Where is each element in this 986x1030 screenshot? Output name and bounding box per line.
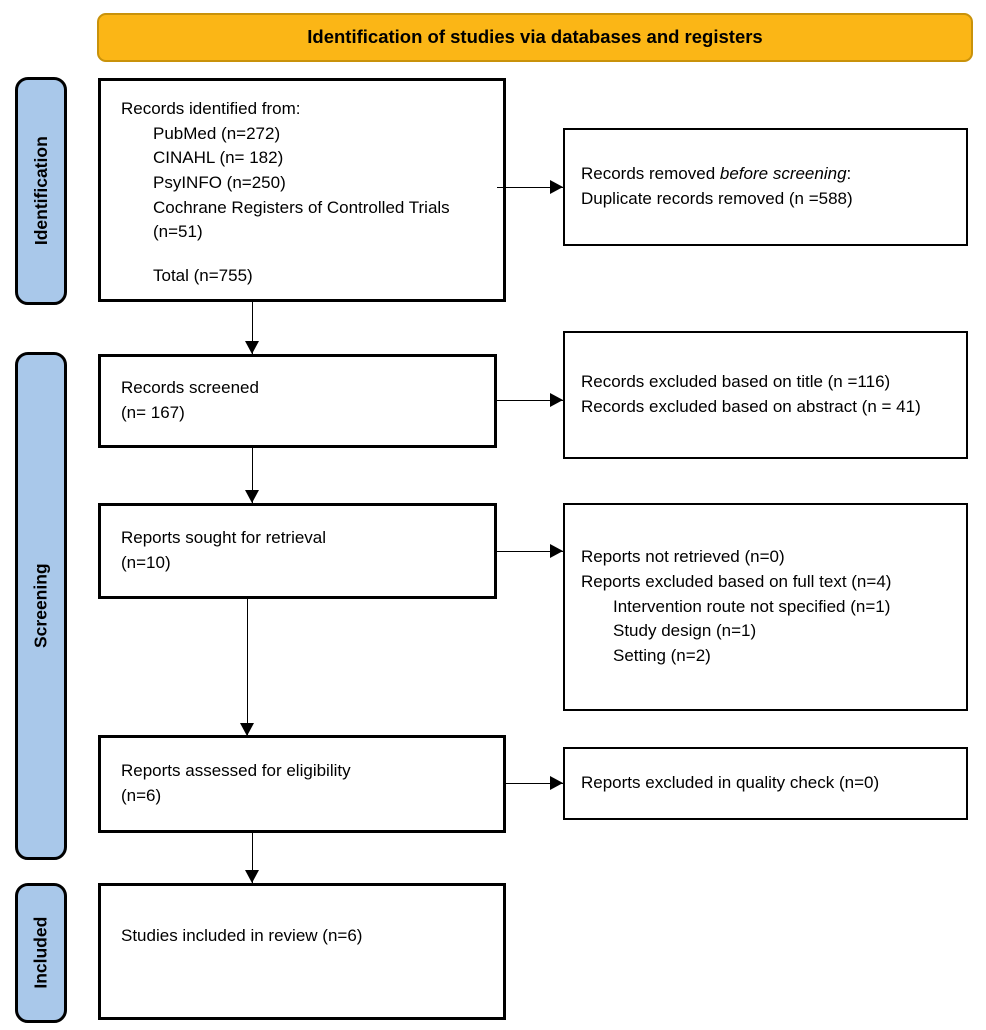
reports-assessed-line1: Reports assessed for eligibility	[121, 761, 351, 781]
box-records-identified: Records identified from: PubMed (n=272) …	[98, 78, 506, 302]
box-records-screened: Records screened (n= 167)	[98, 354, 497, 448]
records-removed-colon: :	[846, 164, 852, 184]
arrow-identified-to-removed	[497, 180, 563, 194]
reports-not-retrieved-line1: Reports not retrieved (n=0)	[581, 547, 785, 567]
arrow-sought-to-notretrieved	[497, 544, 563, 558]
arrow-assessed-to-included	[245, 833, 259, 883]
reports-sought-line1: Reports sought for retrieval	[121, 528, 327, 548]
records-removed-italic-text: before screening	[719, 164, 847, 184]
box-reports-sought: Reports sought for retrieval (n=10)	[98, 503, 497, 599]
studies-included-line1: Studies included in review (n=6)	[121, 926, 363, 945]
arrow-identified-to-screened	[245, 300, 259, 354]
records-identified-item: PubMed (n=272)	[153, 123, 281, 143]
records-screened-line2: (n= 167)	[121, 403, 185, 422]
full-text-exclusion-reason: Setting (n=2)	[613, 645, 711, 665]
arrow-screened-to-sought	[245, 448, 259, 503]
reports-sought-line2: (n=10)	[121, 553, 171, 572]
box-reports-assessed: Reports assessed for eligibility (n=6)	[98, 735, 506, 833]
stage-identification-label: Identification	[30, 136, 51, 246]
stage-screening-label: Screening	[30, 563, 51, 649]
banner-title: Identification of studies via databases …	[97, 13, 973, 62]
records-removed-text: Records removed	[581, 164, 720, 184]
records-identified-item: CINAHL (n= 182)	[153, 148, 284, 168]
arrow-assessed-to-quality	[506, 776, 563, 790]
reports-assessed-line2: (n=6)	[121, 786, 162, 805]
arrow-screened-to-excluded	[497, 393, 563, 407]
box-records-excluded: Records excluded based on title (n =116)…	[563, 331, 968, 459]
stage-screening: Screening	[15, 352, 67, 860]
records-identified-item: PsyINFO (n=250)	[153, 172, 286, 192]
records-excluded-line1: Records excluded based on title (n =116)	[581, 372, 891, 392]
box-records-removed: Records removed before screening: Duplic…	[563, 128, 968, 246]
stage-identification: Identification	[15, 77, 67, 305]
records-removed-line1: Records removed before screening:	[581, 162, 939, 187]
blank-line	[121, 245, 491, 265]
records-identified-item: Cochrane Registers of Controlled Trials …	[153, 197, 450, 242]
arrow-sought-to-assessed	[240, 599, 254, 736]
full-text-exclusion-reason: Study design (n=1)	[613, 621, 757, 641]
box-reports-not-retrieved: Reports not retrieved (n=0) Reports excl…	[563, 503, 968, 711]
records-excluded-line2: Records excluded based on abstract (n = …	[581, 397, 921, 416]
full-text-exclusion-reason: Intervention route not specified (n=1)	[613, 596, 891, 616]
records-screened-line1: Records screened	[121, 378, 259, 398]
stage-included-label: Included	[30, 917, 51, 989]
stage-included: Included	[15, 883, 67, 1023]
records-removed-line2: Duplicate records removed (n =588)	[581, 189, 853, 208]
box-quality-check: Reports excluded in quality check (n=0)	[563, 747, 968, 820]
records-identified-title: Records identified from:	[121, 99, 301, 118]
reports-not-retrieved-line2: Reports excluded based on full text (n=4…	[581, 572, 892, 592]
box-studies-included: Studies included in review (n=6)	[98, 883, 506, 1020]
banner-title-label: Identification of studies via databases …	[307, 26, 763, 48]
records-identified-total: Total (n=755)	[153, 266, 253, 286]
quality-check-line1: Reports excluded in quality check (n=0)	[581, 773, 880, 793]
